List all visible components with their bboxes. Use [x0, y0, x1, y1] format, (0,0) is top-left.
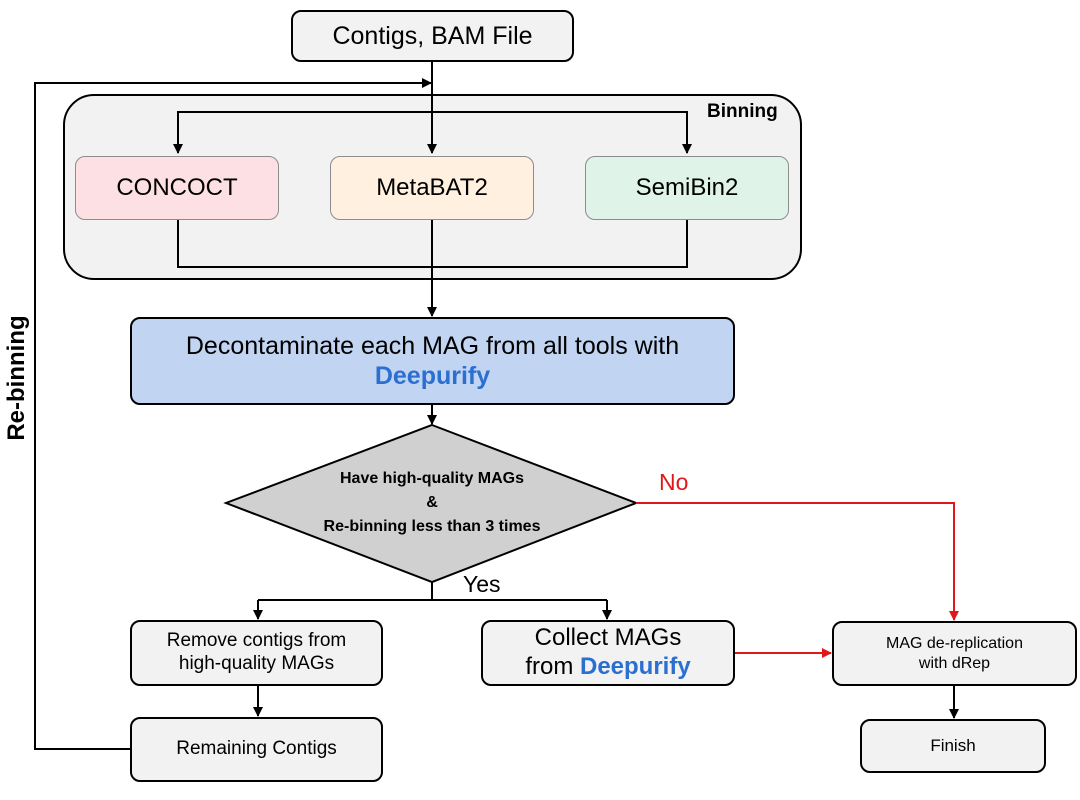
edge-rebinning-loop	[34, 78, 432, 750]
derep-line-1: MAG de-replication	[886, 635, 1023, 653]
metabat2-label: MetaBAT2	[376, 173, 488, 201]
derep-node: MAG de-replication with dRep	[832, 621, 1077, 686]
collect-mags-node: Collect MAGs from Deepurify	[481, 620, 735, 686]
no-label: No	[659, 469, 689, 495]
edge-no-to-derep	[636, 502, 959, 621]
remaining-contigs-node: Remaining Contigs	[130, 717, 383, 782]
decontaminate-tool: Deepurify	[374, 362, 491, 390]
metabat2-node: MetaBAT2	[330, 156, 534, 220]
decision-line-2: &	[426, 494, 438, 511]
input-label: Contigs, BAM File	[332, 22, 533, 50]
decision-line-1: Have high-quality MAGs	[339, 470, 525, 487]
input-node: Contigs, BAM File	[291, 10, 574, 62]
decision-text: Have high-quality MAGs & Re-binning less…	[272, 467, 592, 539]
yes-label: Yes	[463, 571, 501, 597]
finish-label: Finish	[930, 735, 976, 755]
collect-line-2: from Deepurify	[525, 653, 690, 682]
decontaminate-text: Decontaminate each MAG from all tools wi…	[185, 332, 680, 360]
edge-split-left	[173, 111, 432, 154]
rebinning-label: Re-binning	[3, 315, 30, 441]
collect-line-1: Collect MAGs	[534, 624, 682, 652]
remove-contigs-node: Remove contigs from high-quality MAGs	[130, 620, 383, 686]
concoct-label: CONCOCT	[116, 173, 238, 201]
remaining-label: Remaining Contigs	[176, 738, 337, 760]
collect-tool: Deepurify	[579, 653, 691, 680]
decision-line-3: Re-binning less than 3 times	[323, 518, 541, 535]
decontaminate-node: Decontaminate each MAG from all tools wi…	[130, 317, 735, 405]
concoct-node: CONCOCT	[75, 156, 279, 220]
edge-yes-split	[258, 582, 607, 601]
edge-split-right	[432, 111, 692, 154]
binning-group-title: Binning	[707, 101, 778, 122]
semibin2-label: SemiBin2	[635, 173, 739, 201]
semibin2-node: SemiBin2	[585, 156, 789, 220]
collect-line-2-prefix: from	[525, 653, 580, 680]
remove-line-1: Remove contigs from	[166, 630, 347, 652]
finish-node: Finish	[860, 719, 1046, 773]
derep-line-2: with dRep	[918, 654, 991, 672]
remove-line-2: high-quality MAGs	[178, 653, 335, 674]
